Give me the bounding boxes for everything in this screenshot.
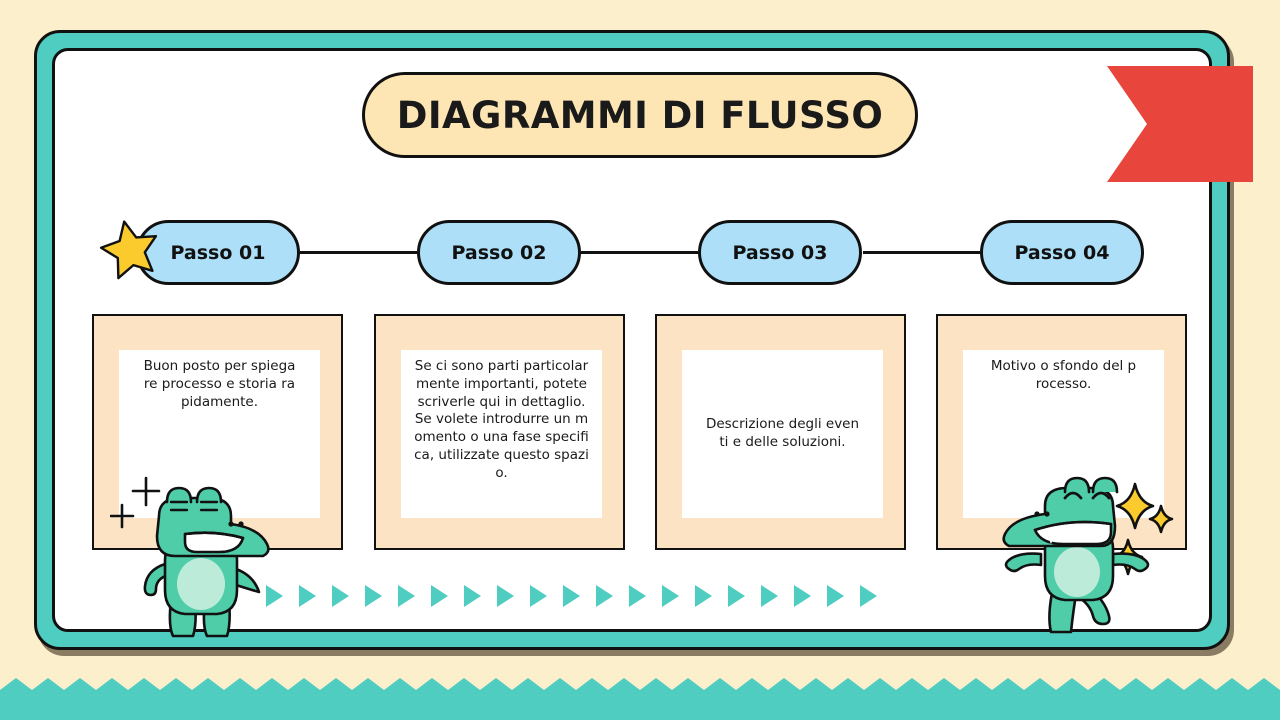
step-label-1: Passo 01 — [170, 241, 266, 264]
step-label-3: Passo 03 — [732, 241, 828, 264]
page-title: DIAGRAMMI DI FLUSSO — [396, 93, 884, 137]
zigzag-teal-band — [0, 678, 1280, 720]
card-3-inner: Descrizione degli even ti e delle soluzi… — [682, 350, 883, 518]
arrow-progress-strip — [266, 584, 1014, 608]
triangle-right-icon — [596, 585, 613, 607]
step-pill-2[interactable]: Passo 02 — [417, 220, 581, 285]
crocodile-standing-character — [143, 486, 270, 638]
triangle-right-icon — [266, 585, 283, 607]
triangle-right-icon — [563, 585, 580, 607]
step-pill-4[interactable]: Passo 04 — [980, 220, 1144, 285]
step-label-2: Passo 02 — [451, 241, 547, 264]
triangle-right-icon — [827, 585, 844, 607]
triangle-right-icon — [761, 585, 778, 607]
card-2: Se ci sono parti particolar mente import… — [374, 314, 625, 550]
step-pill-3[interactable]: Passo 03 — [698, 220, 862, 285]
slide-title-pill: DIAGRAMMI DI FLUSSO — [362, 72, 918, 158]
triangle-right-icon — [398, 585, 415, 607]
connector-2-3 — [581, 251, 698, 254]
step-pill-1[interactable]: Passo 01 — [136, 220, 300, 285]
card-2-text: Se ci sono parti particolar mente import… — [414, 358, 589, 481]
triangle-right-icon — [530, 585, 547, 607]
star-icon — [99, 220, 158, 280]
triangle-right-icon — [497, 585, 514, 607]
triangle-right-icon — [860, 585, 877, 607]
card-3: Descrizione degli even ti e delle soluzi… — [655, 314, 906, 550]
triangle-right-icon — [332, 585, 349, 607]
connector-3-4 — [863, 251, 980, 254]
triangle-right-icon — [299, 585, 316, 607]
triangle-right-icon — [794, 585, 811, 607]
step-label-4: Passo 04 — [1014, 241, 1110, 264]
card-1-text: Buon posto per spiega re processo e stor… — [143, 358, 296, 410]
triangle-right-icon — [365, 585, 382, 607]
triangle-right-icon — [728, 585, 745, 607]
triangle-right-icon — [464, 585, 481, 607]
card-2-inner: Se ci sono parti particolar mente import… — [401, 350, 602, 518]
plus-sparkle-icon — [110, 476, 161, 529]
card-4-text: Motivo o sfondo del p rocesso. — [990, 358, 1137, 392]
crocodile-cheering-character — [1002, 476, 1174, 634]
connector-1-2 — [300, 251, 417, 254]
triangle-right-icon — [431, 585, 448, 607]
triangle-right-icon — [695, 585, 712, 607]
triangle-right-icon — [662, 585, 679, 607]
card-1-inner: Buon posto per spiega re processo e stor… — [119, 350, 320, 518]
triangle-right-icon — [629, 585, 646, 607]
card-3-text: Descrizione degli even ti e delle soluzi… — [705, 416, 860, 450]
